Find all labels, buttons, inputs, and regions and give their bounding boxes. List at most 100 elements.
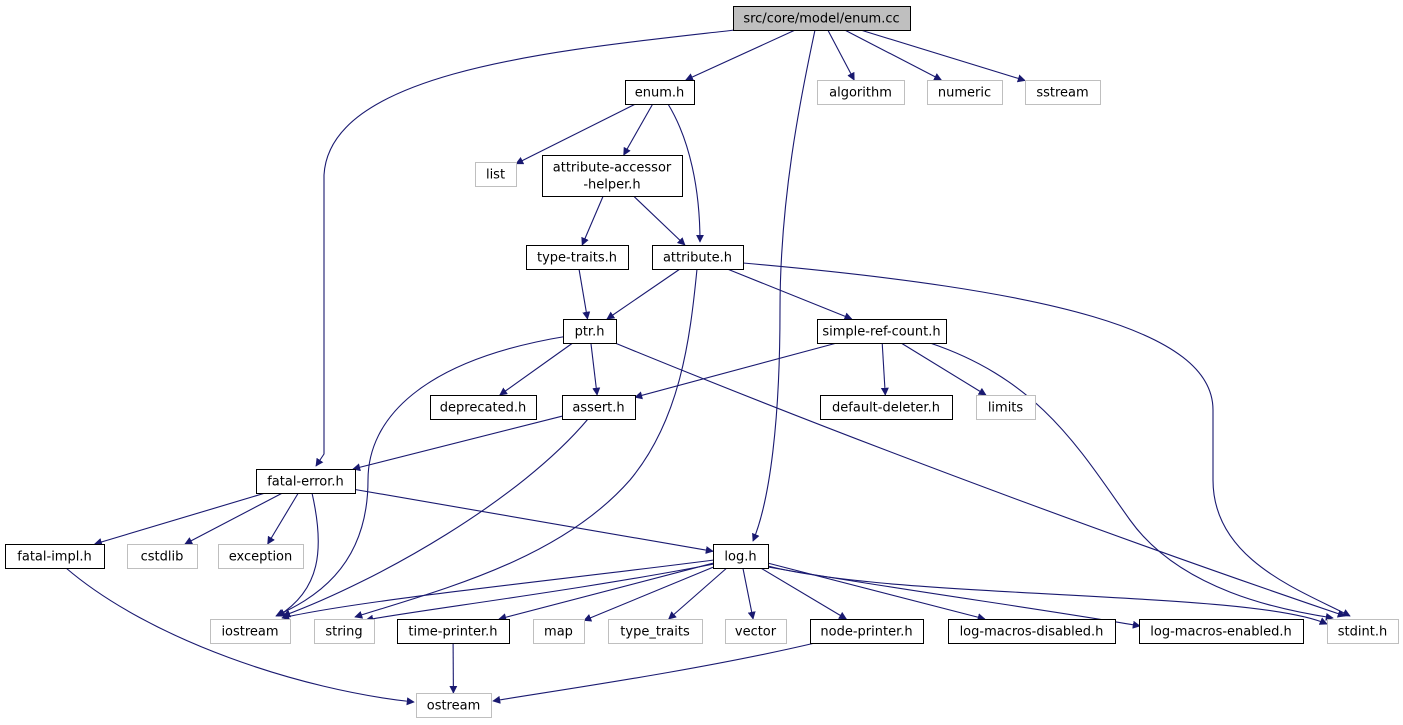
node-stdint-h: stdint.h	[1327, 619, 1399, 644]
edge-line	[277, 492, 319, 617]
node-label: enum.h	[635, 86, 685, 101]
node-limits: limits	[976, 395, 1036, 420]
edge-np_h-to-ostream	[492, 642, 816, 704]
edge-line	[667, 103, 704, 243]
node-box	[817, 319, 947, 344]
node-label: deprecated.h	[440, 401, 526, 416]
node-label: type-traits.h	[537, 251, 617, 266]
node-label: log.h	[724, 550, 756, 565]
node-type-traits-h[interactable]: type-traits.h	[526, 245, 629, 270]
edge-line	[767, 566, 1141, 629]
edge-log_h-to-np_h	[760, 567, 847, 620]
edge-log_h-to-vector	[742, 567, 756, 620]
edge-line	[282, 418, 589, 618]
edge-log_h-to-lmd_h	[767, 562, 986, 622]
edge-line	[742, 262, 1351, 617]
node-label: sstream	[1036, 86, 1088, 101]
node-box	[475, 162, 517, 187]
node-enum-h[interactable]: enum.h	[625, 80, 695, 105]
edge-enum_cc-to-algorithm	[827, 29, 855, 81]
edge-line	[668, 567, 728, 620]
node-enum-cc[interactable]: src/core/model/enum.cc	[733, 6, 911, 31]
node-box	[608, 619, 703, 644]
node-fatal-impl-h[interactable]: fatal-impl.h	[5, 544, 105, 569]
edge-line	[93, 492, 266, 546]
node-box	[397, 619, 510, 644]
edge-line	[590, 342, 601, 396]
edge-line	[860, 29, 1026, 83]
edge-line	[365, 563, 715, 623]
node-label: attribute.h	[663, 251, 732, 266]
node-box	[1327, 619, 1399, 644]
node-label: time-printer.h	[408, 625, 497, 640]
node-label: stdint.h	[1338, 625, 1387, 640]
node-lme-h[interactable]: log-macros-enabled.h	[1139, 619, 1304, 644]
node-box	[210, 619, 291, 644]
node-src-h[interactable]: simple-ref-count.h	[817, 319, 947, 344]
node-label: cstdlib	[141, 550, 184, 565]
edge-line	[354, 268, 698, 619]
node-ptr-h[interactable]: ptr.h	[563, 319, 617, 344]
node-label: ostream	[427, 699, 481, 714]
node-assert-h[interactable]: assert.h	[562, 395, 636, 420]
node-label: vector	[735, 625, 777, 640]
edge-line	[492, 642, 816, 704]
node-box	[5, 544, 105, 569]
node-box	[1025, 80, 1101, 105]
edge-log_h-to-map	[583, 566, 714, 622]
node-label: numeric	[938, 86, 991, 101]
node-label: type_traits	[620, 625, 690, 640]
node-label: map	[544, 625, 573, 640]
edge-fatal_error_h-to-fatal_impl_h	[93, 492, 266, 546]
node-label: default-deleter.h	[832, 401, 940, 416]
edge-enum_cc-to-sstream	[860, 29, 1026, 83]
edge-line	[606, 268, 681, 320]
edge-log_h-to-lme_h	[767, 566, 1141, 629]
node-box	[1139, 619, 1304, 644]
node-string: string	[314, 619, 375, 644]
node-label: fatal-impl.h	[17, 550, 91, 565]
node-box	[533, 619, 585, 644]
node-label: log-macros-enabled.h	[1150, 625, 1291, 640]
node-dd-h[interactable]: default-deleter.h	[820, 395, 953, 420]
node-label: node-printer.h	[820, 625, 912, 640]
node-lmd-h[interactable]: log-macros-disabled.h	[948, 619, 1116, 644]
edge-fatal_error_h-to-log_h	[354, 488, 714, 555]
node-tp-h[interactable]: time-printer.h	[397, 619, 510, 644]
node-cstdlib: cstdlib	[127, 544, 198, 569]
edge-line	[623, 103, 654, 156]
node-label: ptr.h	[575, 325, 605, 340]
node-label: src/core/model/enum.cc	[743, 12, 899, 27]
node-label: limits	[988, 401, 1024, 416]
edge-type_traits_h-to-ptr_h	[578, 268, 591, 320]
node-box	[563, 319, 617, 344]
edge-line	[614, 342, 1346, 618]
edge-src_h-to-stdint_h	[929, 342, 1334, 621]
edge-attribute_h-to-string	[354, 268, 698, 619]
edge-aah-to-type_traits_h	[581, 195, 604, 246]
node-fatal-error-h[interactable]: fatal-error.h	[256, 469, 356, 494]
node-label: fatal-error.h	[267, 475, 344, 490]
node-label: attribute-accessor	[553, 161, 672, 176]
node-np-h[interactable]: node-printer.h	[810, 619, 924, 644]
node-deprecated-h[interactable]: deprecated.h	[430, 395, 537, 420]
edge-line	[900, 342, 987, 396]
node-box	[733, 6, 911, 31]
node-aah[interactable]: attribute-accessor-helper.h	[542, 155, 683, 197]
node-iostream: iostream	[210, 619, 291, 644]
edge-line	[634, 342, 837, 400]
node-numeric: numeric	[927, 80, 1003, 105]
edge-line	[65, 567, 415, 706]
edge-line	[827, 29, 855, 81]
node-box	[416, 693, 492, 718]
node-box	[817, 80, 905, 105]
edge-line	[760, 567, 847, 620]
node-box	[430, 395, 537, 420]
node-log-h[interactable]: log.h	[713, 544, 769, 569]
edge-ptr_h-to-assert_h	[590, 342, 601, 396]
node-label: list	[486, 168, 505, 183]
edge-enum_h-to-attribute_h	[667, 103, 704, 243]
node-attribute-h[interactable]: attribute.h	[652, 245, 744, 270]
node-label: iostream	[221, 625, 278, 640]
